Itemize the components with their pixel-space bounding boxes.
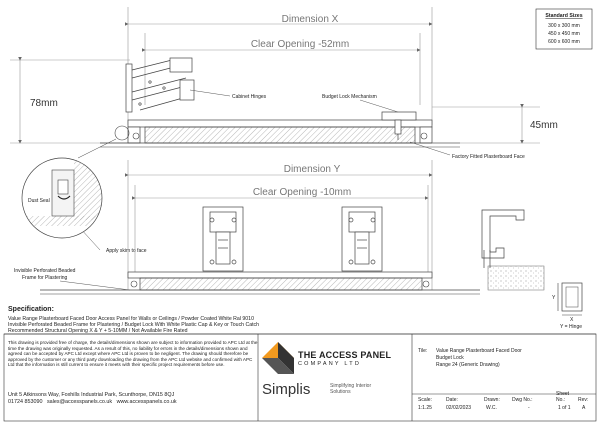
drawing-title-line: Budget Lock xyxy=(436,355,464,361)
apply-skim-label: Apply skim to face xyxy=(106,248,147,254)
budget-lock-label: Budget Lock Mechanism xyxy=(322,94,377,100)
sheet-header-text: Sheet xyxy=(556,391,570,397)
email-link[interactable]: sales@accesspanels.co.uk xyxy=(46,399,113,405)
spec-line: Recommended Structural Opening X & Y + 5… xyxy=(8,328,188,334)
cabinet-hinge-drawing xyxy=(125,57,195,113)
sheet-header-sub: No.: xyxy=(556,396,566,403)
contact-line: 01724 853090 sales@accesspanels.co.uk ww… xyxy=(8,399,177,406)
title-label: Tile: xyxy=(418,348,428,354)
title-block-frame xyxy=(3,333,597,422)
disclaimer-text: This drawing is provided free of charge,… xyxy=(8,340,258,368)
sheet-header: Sheet No.: xyxy=(556,391,570,403)
drawing-title: Value Range Plasterboard Faced Door Budg… xyxy=(436,348,522,369)
company-address: Unit 5 Atkinsons Way, Foxhills Industria… xyxy=(8,392,177,406)
clear-opening-x-label: Clear Opening -52mm xyxy=(251,39,349,50)
rev-header: Rev: xyxy=(578,397,589,403)
standard-sizes-box: Standard Sizes 300 x 300 mm 450 x 450 mm… xyxy=(535,8,593,50)
simplis-logo: Simplis xyxy=(262,381,311,398)
website-link[interactable]: www.accesspanels.co.uk xyxy=(116,399,177,405)
tagline-line: Solutions xyxy=(330,389,351,395)
dimension-y-label: Dimension Y xyxy=(284,164,341,175)
date-value: 02/02/2023 xyxy=(446,405,472,411)
cabinet-hinges-label: Cabinet Hinges xyxy=(232,94,267,100)
address-line: Unit 5 Atkinsons Way, Foxhills Industria… xyxy=(8,392,175,398)
dimension-x-label: Dimension X xyxy=(282,14,339,25)
dust-seal-label: Dust Seal xyxy=(28,198,50,204)
standard-size-item: 450 x 450 mm xyxy=(548,31,580,37)
beaded-frame-label-1: Invisible Perforated Beaded xyxy=(14,268,76,274)
dwg-no-value: - xyxy=(528,405,530,411)
dwg-no-header: Dwg No.: xyxy=(512,397,533,403)
legend-x: X xyxy=(570,317,574,323)
brand-name: THE ACCESS PANEL xyxy=(298,350,392,360)
clear-opening-y-label: Clear Opening -10mm xyxy=(253,187,351,198)
factory-face-label: Factory Fitted Plasterboard Face xyxy=(452,154,525,160)
legend-y: Y xyxy=(552,295,556,301)
scale-header: Scale: xyxy=(418,397,432,403)
standard-size-item: 600 x 600 mm xyxy=(548,39,580,45)
standard-sizes-title: Standard Sizes xyxy=(545,13,582,19)
clear-opening-y-line xyxy=(132,185,429,275)
dimension-y-line xyxy=(125,160,433,290)
dim-45-label: 45mm xyxy=(530,120,558,131)
company-logo-icon xyxy=(262,342,294,374)
brand-subtitle: COMPANY LTD xyxy=(298,361,362,367)
drawing-title-line: Range 24 (Generic Drawing) xyxy=(436,362,500,368)
drawn-value: W.C. xyxy=(486,405,497,411)
top-section-panel xyxy=(100,119,460,148)
legend-hinge: Y = Hinge xyxy=(560,324,582,330)
standard-size-item: 300 x 300 mm xyxy=(548,23,580,29)
hinge-plate-left xyxy=(202,206,244,272)
budget-lock-mechanism xyxy=(381,111,417,140)
beaded-frame-label-2: Frame for Plastering xyxy=(22,275,68,281)
rev-value: A xyxy=(582,405,586,411)
sheet-value: 1 of 1 xyxy=(558,405,571,411)
simplis-tagline: Simplifying Interior Solutions xyxy=(330,383,371,395)
bottom-section-panel xyxy=(40,271,480,295)
date-header: Date: xyxy=(446,397,458,403)
detail-circle xyxy=(21,125,130,239)
spec-line: Invisible Perforated Beaded Frame for Pl… xyxy=(8,322,260,328)
hinge-plate-right xyxy=(341,206,383,272)
tagline-line: Simplifying Interior xyxy=(330,383,372,389)
screw-symbols-top xyxy=(132,132,428,140)
phone-number: 01724 853090 xyxy=(8,399,43,405)
drawn-header: Drawn: xyxy=(484,397,500,403)
dim-45-line xyxy=(432,104,540,144)
dim-78-line xyxy=(10,57,130,144)
drawing-title-line: Value Range Plasterboard Faced Door xyxy=(436,348,522,354)
clear-opening-x-line xyxy=(142,33,421,105)
beaded-frame-leader xyxy=(59,280,131,291)
spec-title: Specification: xyxy=(8,306,54,313)
spec-line: Value Range Plasterboard Faced Door Acce… xyxy=(8,316,254,322)
dim-78-label: 78mm xyxy=(30,98,58,109)
scale-value: 1:1.25 xyxy=(418,405,432,411)
wall-section-detail xyxy=(481,209,545,291)
hinge-legend xyxy=(557,282,583,316)
